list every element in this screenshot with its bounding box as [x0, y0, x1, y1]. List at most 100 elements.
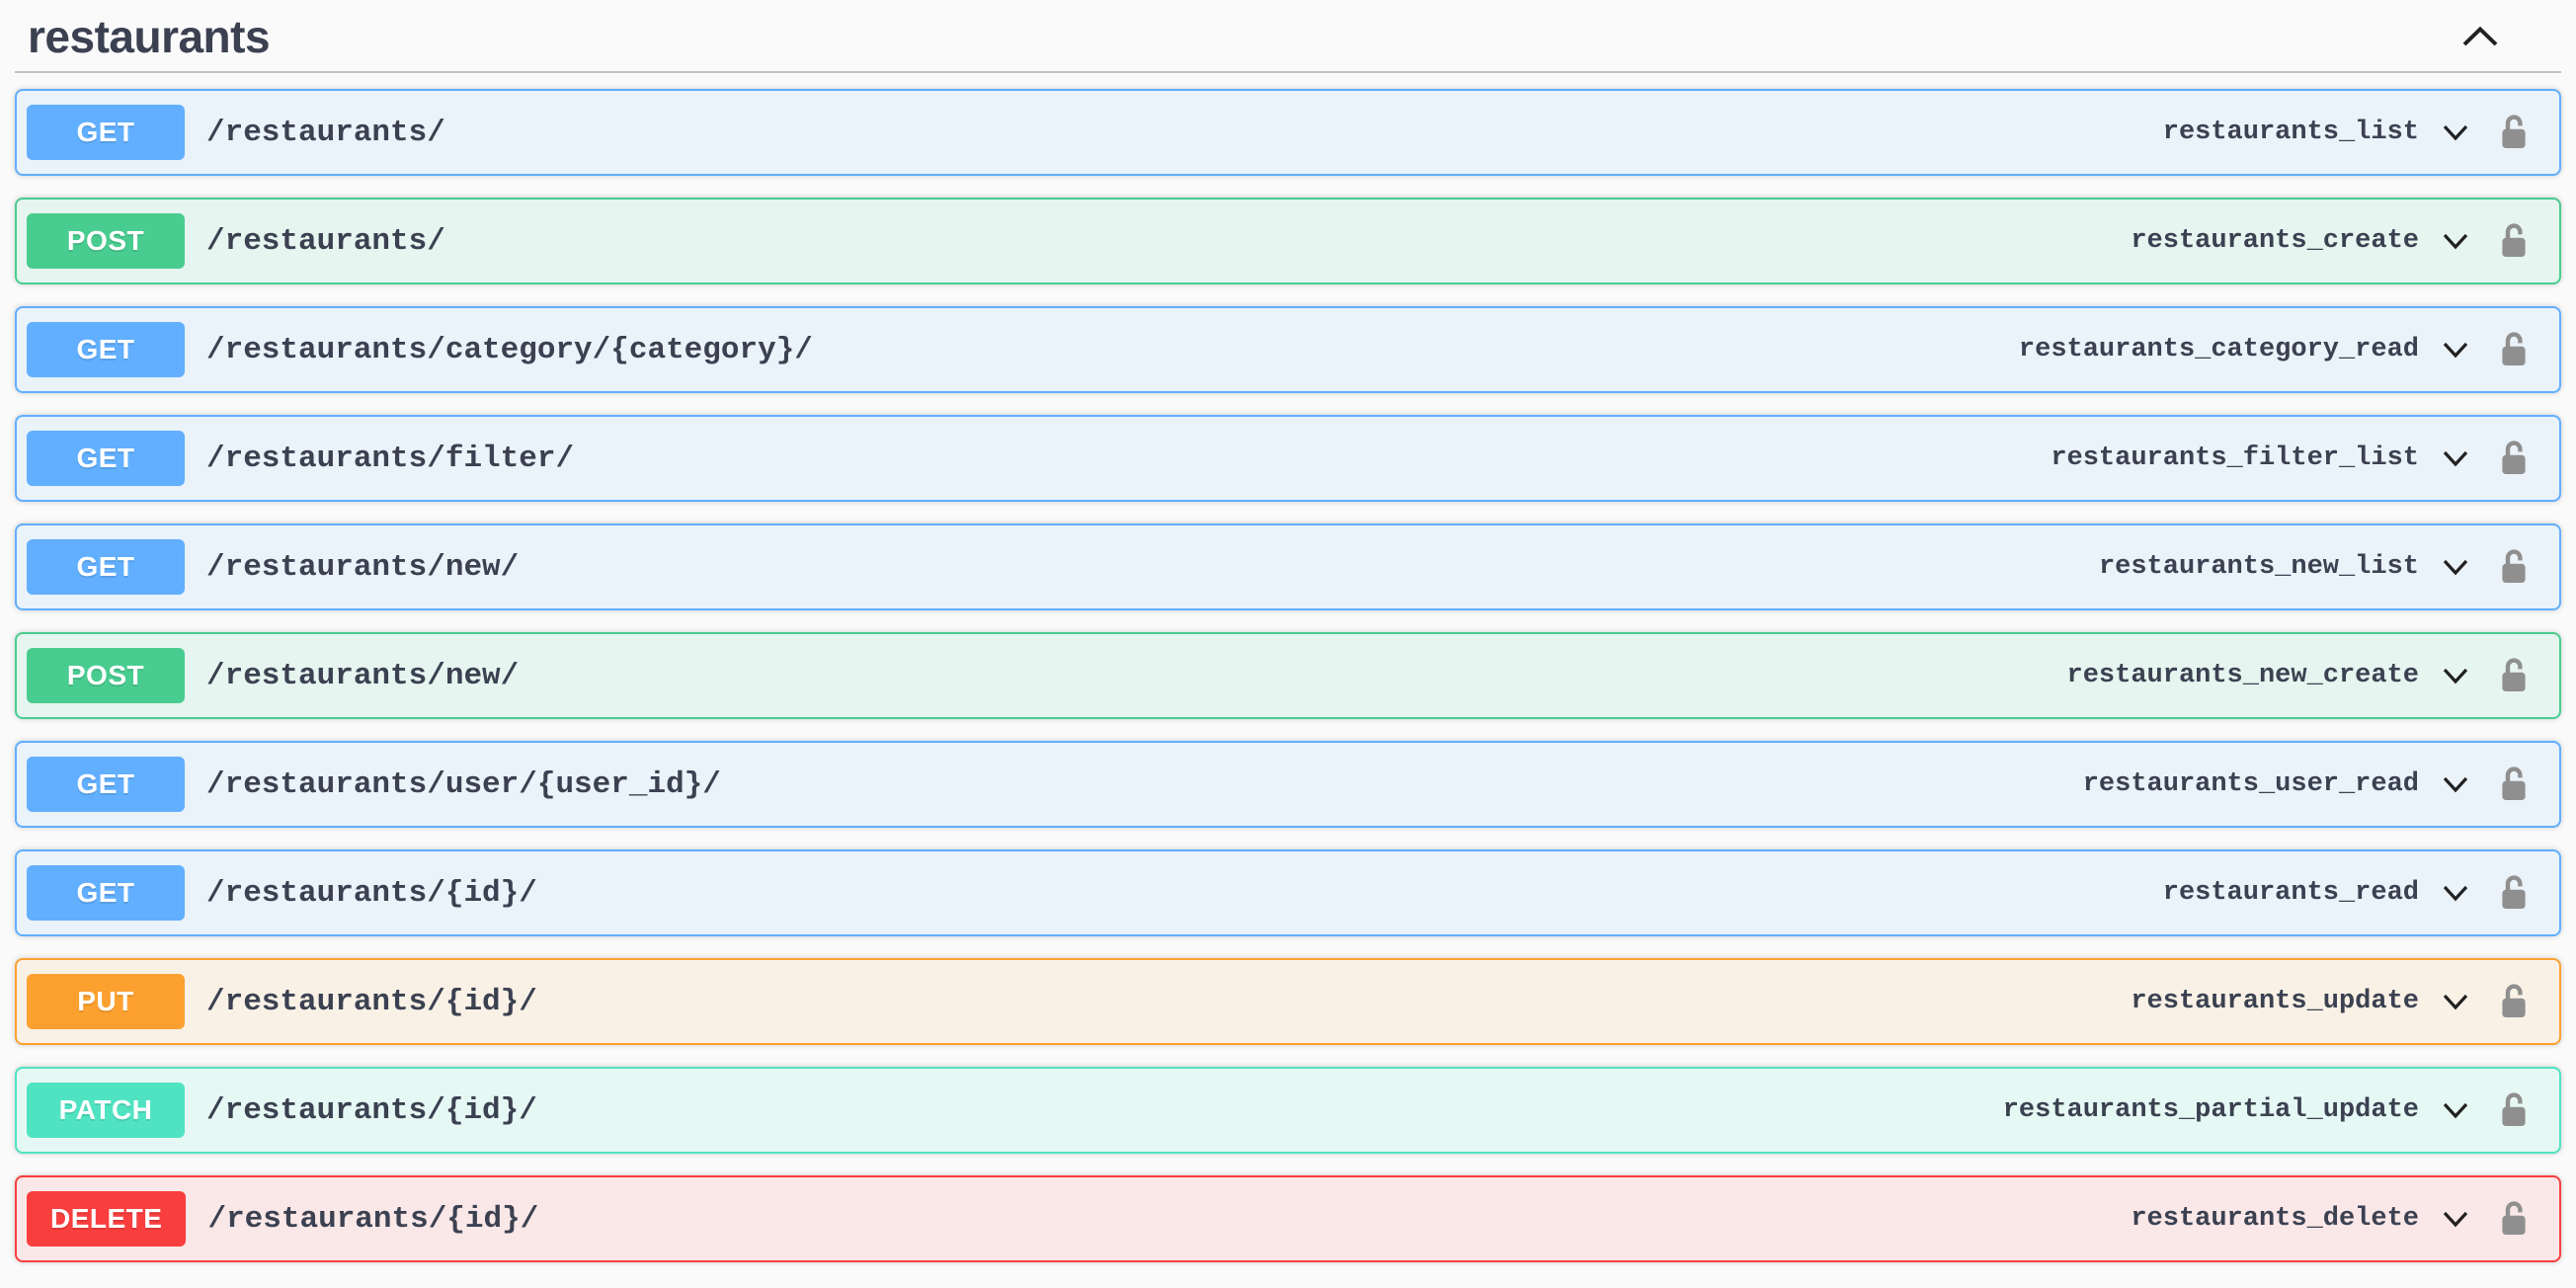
method-badge: GET — [27, 431, 185, 486]
expand-row-button[interactable] — [2435, 438, 2476, 479]
endpoint-path[interactable]: /restaurants/{id}/ — [206, 984, 537, 1019]
endpoint-path[interactable]: /restaurants/new/ — [206, 549, 520, 585]
unlocked-padlock-icon — [2502, 875, 2526, 909]
operation-id: restaurants_category_read — [2018, 335, 2419, 364]
endpoint-row: GET /restaurants/{id}/ restaurants_read — [15, 849, 2561, 936]
endpoint-summary[interactable]: GET /restaurants/user/{user_id}/ restaur… — [17, 743, 2559, 826]
endpoint-path[interactable]: /restaurants/category/{category}/ — [206, 332, 813, 367]
method-badge: PATCH — [27, 1083, 185, 1138]
method-badge: GET — [27, 757, 185, 812]
expand-row-button[interactable] — [2435, 872, 2476, 914]
chevron-down-icon — [2443, 776, 2468, 793]
operation-id: restaurants_filter_list — [2051, 443, 2419, 473]
method-badge: DELETE — [27, 1191, 187, 1247]
chevron-down-icon — [2443, 994, 2468, 1010]
chevron-down-icon — [2443, 668, 2468, 684]
chevron-down-icon — [2443, 885, 2468, 902]
authorize-lock-button[interactable] — [2494, 112, 2534, 153]
tag-title: restaurants — [28, 11, 271, 62]
endpoint-row: GET /restaurants/filter/ restaurants_fil… — [15, 415, 2561, 502]
method-badge: POST — [27, 213, 185, 269]
operation-id: restaurants_list — [2162, 118, 2419, 147]
endpoint-summary[interactable]: GET /restaurants/filter/ restaurants_fil… — [17, 417, 2559, 500]
authorize-lock-button[interactable] — [2494, 764, 2534, 805]
endpoint-row: POST /restaurants/new/ restaurants_new_c… — [15, 632, 2561, 719]
method-badge: PUT — [27, 974, 185, 1029]
unlocked-padlock-icon — [2502, 441, 2526, 474]
expand-row-button[interactable] — [2435, 764, 2476, 805]
expand-row-button[interactable] — [2435, 1089, 2476, 1131]
expand-row-button[interactable] — [2435, 1198, 2476, 1240]
method-badge: POST — [27, 648, 185, 703]
authorize-lock-button[interactable] — [2494, 1198, 2534, 1240]
endpoint-path[interactable]: /restaurants/new/ — [206, 658, 520, 693]
endpoint-row: GET /restaurants/ restaurants_list — [15, 89, 2561, 176]
endpoint-row: GET /restaurants/user/{user_id}/ restaur… — [15, 741, 2561, 828]
endpoint-row: PUT /restaurants/{id}/ restaurants_updat… — [15, 958, 2561, 1045]
chevron-down-icon — [2443, 124, 2468, 141]
tag-header[interactable]: restaurants — [15, 2, 2561, 73]
unlocked-padlock-icon — [2502, 332, 2526, 365]
endpoint-summary[interactable]: GET /restaurants/category/{category}/ re… — [17, 308, 2559, 391]
operation-id: restaurants_delete — [2131, 1204, 2419, 1234]
unlocked-padlock-icon — [2502, 115, 2526, 148]
expand-row-button[interactable] — [2435, 329, 2476, 370]
expand-row-button[interactable] — [2435, 112, 2476, 153]
chevron-down-icon — [2443, 1211, 2468, 1228]
endpoint-path[interactable]: /restaurants/{id}/ — [207, 1201, 539, 1237]
endpoint-row: DELETE /restaurants/{id}/ restaurants_de… — [15, 1175, 2561, 1262]
endpoint-row: PATCH /restaurants/{id}/ restaurants_par… — [15, 1067, 2561, 1154]
expand-row-button[interactable] — [2435, 655, 2476, 696]
authorize-lock-button[interactable] — [2494, 1089, 2534, 1131]
expand-row-button[interactable] — [2435, 981, 2476, 1022]
endpoint-summary[interactable]: GET /restaurants/new/ restaurants_new_li… — [17, 525, 2559, 608]
operation-id: restaurants_user_read — [2082, 769, 2419, 799]
endpoint-path[interactable]: /restaurants/ — [206, 115, 445, 150]
endpoint-list: GET /restaurants/ restaurants_list POST … — [0, 89, 2576, 1262]
chevron-down-icon — [2443, 559, 2468, 576]
unlocked-padlock-icon — [2502, 1092, 2526, 1126]
authorize-lock-button[interactable] — [2494, 220, 2534, 262]
unlocked-padlock-icon — [2502, 1201, 2526, 1235]
authorize-lock-button[interactable] — [2494, 981, 2534, 1022]
authorize-lock-button[interactable] — [2494, 438, 2534, 479]
operation-id: restaurants_new_list — [2098, 552, 2419, 582]
method-badge: GET — [27, 539, 185, 595]
endpoint-summary[interactable]: GET /restaurants/ restaurants_list — [17, 91, 2559, 174]
unlocked-padlock-icon — [2502, 984, 2526, 1017]
authorize-lock-button[interactable] — [2494, 546, 2534, 588]
authorize-lock-button[interactable] — [2494, 329, 2534, 370]
endpoint-path[interactable]: /restaurants/user/{user_id}/ — [206, 766, 721, 802]
chevron-down-icon — [2443, 342, 2468, 359]
endpoint-summary[interactable]: DELETE /restaurants/{id}/ restaurants_de… — [17, 1177, 2559, 1260]
operation-id: restaurants_read — [2162, 878, 2419, 908]
operation-id: restaurants_new_create — [2066, 661, 2419, 690]
unlocked-padlock-icon — [2502, 766, 2526, 800]
collapse-section-button[interactable] — [2458, 22, 2502, 51]
operation-id: restaurants_partial_update — [2002, 1095, 2419, 1125]
chevron-down-icon — [2443, 450, 2468, 467]
method-badge: GET — [27, 865, 185, 921]
endpoint-path[interactable]: /restaurants/{id}/ — [206, 1092, 537, 1128]
authorize-lock-button[interactable] — [2494, 655, 2534, 696]
expand-row-button[interactable] — [2435, 546, 2476, 588]
endpoint-path[interactable]: /restaurants/filter/ — [206, 441, 575, 476]
endpoint-row: GET /restaurants/category/{category}/ re… — [15, 306, 2561, 393]
method-badge: GET — [27, 322, 185, 377]
endpoint-summary[interactable]: POST /restaurants/new/ restaurants_new_c… — [17, 634, 2559, 717]
endpoint-summary[interactable]: PATCH /restaurants/{id}/ restaurants_par… — [17, 1069, 2559, 1152]
endpoint-path[interactable]: /restaurants/ — [206, 223, 445, 259]
endpoint-summary[interactable]: POST /restaurants/ restaurants_create — [17, 200, 2559, 282]
endpoint-summary[interactable]: PUT /restaurants/{id}/ restaurants_updat… — [17, 960, 2559, 1043]
endpoint-path[interactable]: /restaurants/{id}/ — [206, 875, 537, 911]
endpoint-row: GET /restaurants/new/ restaurants_new_li… — [15, 523, 2561, 610]
chevron-down-icon — [2443, 233, 2468, 250]
expand-row-button[interactable] — [2435, 220, 2476, 262]
endpoint-summary[interactable]: GET /restaurants/{id}/ restaurants_read — [17, 851, 2559, 934]
unlocked-padlock-icon — [2502, 549, 2526, 583]
unlocked-padlock-icon — [2502, 223, 2526, 257]
endpoint-row: POST /restaurants/ restaurants_create — [15, 198, 2561, 284]
chevron-down-icon — [2443, 1102, 2468, 1119]
authorize-lock-button[interactable] — [2494, 872, 2534, 914]
